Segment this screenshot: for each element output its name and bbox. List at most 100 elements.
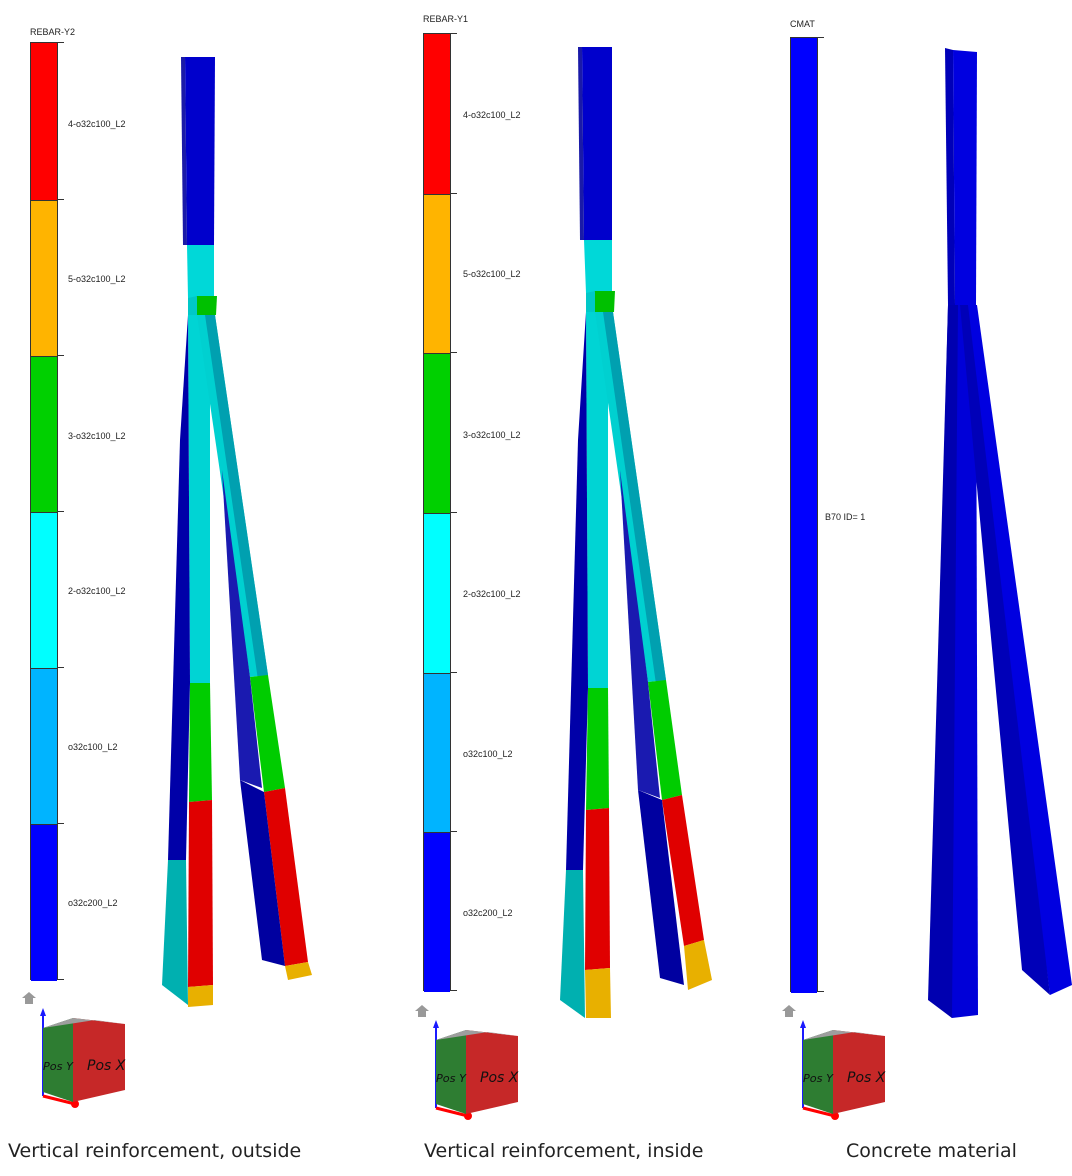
leg-right-dark-side xyxy=(638,790,684,985)
colorbar-tick xyxy=(451,512,457,513)
colorbar-segment xyxy=(31,668,57,824)
caption-inside: Vertical reinforcement, inside xyxy=(424,1140,704,1162)
structure-model xyxy=(560,47,712,1018)
legend-title: CMAT xyxy=(790,19,815,29)
colorbar-tick xyxy=(58,42,64,43)
colorbar-tick xyxy=(451,990,457,991)
pier-green-band xyxy=(196,296,217,315)
leg-right-foot xyxy=(684,940,712,990)
legend-label: 5-o32c100_L2 xyxy=(68,274,126,284)
leg-left-foot xyxy=(188,985,213,1007)
leg-right-red xyxy=(264,788,308,966)
panel-inside: REBAR-Y1 4-o32c100_L2 5-o32c100_L2 3-o32… xyxy=(360,0,720,1176)
caption-concrete: Concrete material xyxy=(846,1140,1017,1162)
colorbar-segment xyxy=(424,673,450,832)
panel-concrete: CMAT B70 ID= 1 Pos X Pos Y Concrete mate… xyxy=(720,0,1072,1176)
cube-face-label: Pos X xyxy=(480,1070,519,1086)
colorbar-segment xyxy=(31,512,57,668)
axis-cube[interactable]: Pos X Pos Y xyxy=(795,1020,905,1120)
leg-right-teal xyxy=(603,312,666,684)
colorbar-tick xyxy=(818,37,824,38)
pier-cyan-upper xyxy=(584,240,612,293)
colorbar-tick xyxy=(58,823,64,824)
leg-right-green xyxy=(648,680,682,800)
axis-cube[interactable]: Pos X Pos Y xyxy=(428,1020,538,1120)
pier-top-front xyxy=(185,57,215,245)
caption-outside: Vertical reinforcement, outside xyxy=(8,1140,302,1162)
legend-label: o32c200_L2 xyxy=(68,898,118,908)
colorbar-tick xyxy=(58,355,64,356)
concrete-right-leg-side xyxy=(960,305,1050,995)
colorbar-tick xyxy=(58,979,64,980)
colorbar-segment xyxy=(791,38,817,993)
leg-left-base-side xyxy=(560,870,585,1018)
leg-right-red xyxy=(662,795,704,946)
leg-right-blue-side xyxy=(222,470,262,788)
colorbar-tick xyxy=(58,199,64,200)
cube-side-label: Pos Y xyxy=(803,1072,834,1085)
leg-right-teal xyxy=(205,315,268,680)
concrete-pier-side xyxy=(945,48,955,305)
pier-top-front xyxy=(582,47,612,240)
concrete-pier-front xyxy=(953,50,977,305)
colorbar-segment xyxy=(424,194,450,353)
home-icon[interactable] xyxy=(782,1005,796,1017)
colorbar-segment xyxy=(31,200,57,356)
leg-left-foot xyxy=(585,968,611,1018)
leg-left-cyan xyxy=(586,312,608,688)
leg-left-red xyxy=(585,808,610,970)
structure-model xyxy=(928,48,1072,1018)
leg-right-blue-side xyxy=(620,470,660,798)
leg-left-cyan xyxy=(188,315,210,683)
legend-title: REBAR-Y2 xyxy=(30,27,76,37)
colorbar-segment xyxy=(31,824,57,981)
leg-left-base-side xyxy=(162,860,188,1005)
pier-green-band xyxy=(594,291,615,312)
leg-left-blue-side xyxy=(566,312,588,870)
colorbar-tick xyxy=(451,193,457,194)
leg-right-green xyxy=(250,675,285,792)
colorbar xyxy=(423,33,451,992)
home-icon[interactable] xyxy=(22,992,36,1004)
legend-label: 2-o32c100_L2 xyxy=(68,586,126,596)
colorbar-tick xyxy=(58,511,64,512)
colorbar xyxy=(30,42,58,981)
leg-right-dark-side xyxy=(240,780,285,966)
colorbar-tick xyxy=(451,672,457,673)
colorbar-tick xyxy=(451,831,457,832)
cube-face-label: Pos X xyxy=(87,1058,126,1074)
colorbar-tick xyxy=(818,991,824,992)
colorbar-tick xyxy=(58,667,64,668)
legend-label: o32c100_L2 xyxy=(463,749,513,759)
leg-left-red xyxy=(188,800,213,987)
legend-title: REBAR-Y1 xyxy=(423,14,469,24)
cube-face-label: Pos X xyxy=(847,1070,886,1086)
colorbar-segment xyxy=(424,353,450,513)
colorbar-tick xyxy=(451,352,457,353)
axis-cube[interactable]: Pos X Pos Y xyxy=(35,1008,145,1108)
cube-side-label: Pos Y xyxy=(43,1060,74,1073)
pier-top-side xyxy=(578,47,584,240)
colorbar-segment xyxy=(31,43,57,200)
concrete-left-leg-side xyxy=(928,305,958,1018)
colorbar xyxy=(790,37,818,993)
colorbar-segment xyxy=(424,34,450,194)
legend-label: B70 ID= 1 xyxy=(825,512,866,522)
cube-side-label: Pos Y xyxy=(436,1072,467,1085)
panel-outside: REBAR-Y2 4-o32c100_L2 5-o32c100_L2 3-o32… xyxy=(0,0,360,1176)
leg-left-green xyxy=(189,683,212,802)
pier-top-side xyxy=(181,57,187,245)
legend-label: 4-o32c100_L2 xyxy=(68,119,126,129)
structure-model xyxy=(162,57,312,1007)
colorbar-segment xyxy=(31,356,57,512)
home-icon[interactable] xyxy=(415,1005,429,1017)
legend-label: 2-o32c100_L2 xyxy=(463,589,521,599)
legend-label: 4-o32c100_L2 xyxy=(463,110,521,120)
leg-left-green xyxy=(586,688,609,810)
colorbar-segment xyxy=(424,832,450,992)
colorbar-tick xyxy=(451,33,457,34)
leg-right-foot xyxy=(285,962,312,980)
pier-cyan-upper xyxy=(187,245,214,298)
legend-label: 3-o32c100_L2 xyxy=(463,430,521,440)
legend-label: o32c100_L2 xyxy=(68,742,118,752)
